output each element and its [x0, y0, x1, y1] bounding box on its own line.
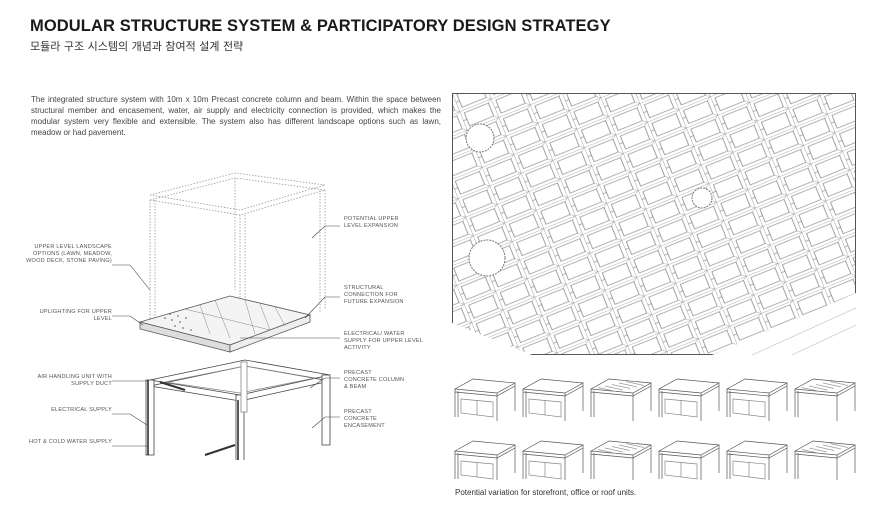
variations-caption: Potential variation for storefront, offi…: [455, 488, 637, 497]
module-variation: [725, 440, 789, 480]
tree: [465, 123, 495, 153]
label-precast-column-beam: PRECAST CONCRETE COLUMN & BEAM: [344, 370, 405, 390]
module-variation: [453, 378, 517, 421]
label-water-supply: HOT & COLD WATER SUPPLY: [28, 439, 112, 445]
label-upper-expansion: POTENTIAL UPPER LEVEL EXPANSION: [344, 216, 399, 229]
module-variation: [657, 378, 721, 421]
label-upper-level-landscape: UPPER LEVEL LANDSCAPE OPTIONS (LAWN, MEA…: [26, 244, 112, 264]
module-variation: [453, 440, 517, 480]
intro-paragraph: The integrated structure system with 10m…: [31, 95, 441, 137]
module-variation: [521, 378, 585, 421]
module-variation: [793, 378, 857, 421]
module-variation: [589, 378, 653, 421]
label-electrical-water-supply: ELECTRICAL/ WATER SUPPLY FOR UPPER LEVEL…: [344, 331, 423, 351]
page-subtitle: 모듈라 구조 시스템의 개념과 참여적 설계 전략: [30, 40, 244, 53]
module-variation: [589, 440, 653, 480]
label-uplighting: UPLIGHTING FOR UPPER LEVEL: [39, 309, 112, 322]
axonometric-modular-city-drawing: [452, 93, 856, 355]
module-variation: [793, 440, 857, 480]
label-electrical-supply: ELECTRICAL SUPPLY: [51, 407, 112, 413]
label-air-handling-unit: AIR HANDLING UNIT WITH SUPPLY DUCT: [37, 374, 112, 387]
module-variation: [657, 440, 721, 480]
tree: [691, 187, 713, 209]
module-variation: [521, 440, 585, 480]
exploded-structure-diagram: [112, 172, 340, 460]
module-variation: [725, 378, 789, 421]
page-title: MODULAR STRUCTURE SYSTEM & PARTICIPATORY…: [30, 17, 611, 35]
label-precast-encasement: PRECAST CONCRETE ENCASEMENT: [344, 409, 385, 429]
module-variations-grid: [453, 378, 857, 480]
tree: [468, 239, 506, 277]
label-structural-connection: STRUCTURAL CONNECTION FOR FUTURE EXPANSI…: [344, 285, 404, 305]
